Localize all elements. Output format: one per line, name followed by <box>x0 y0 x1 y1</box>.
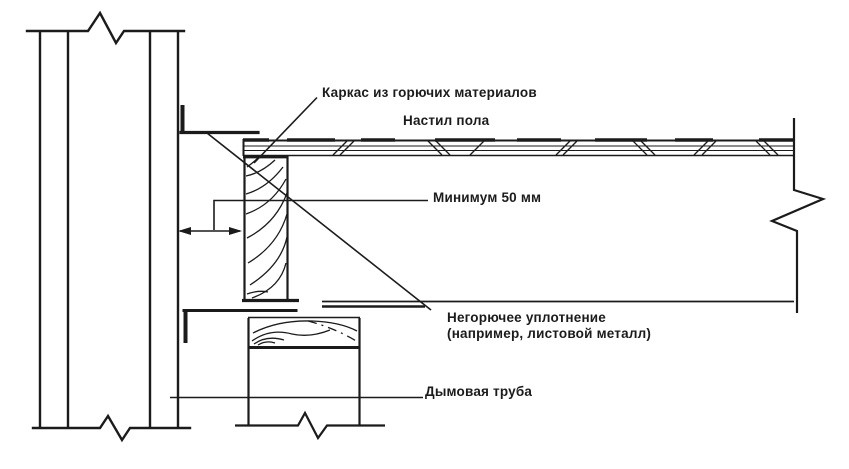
block-wood-grain <box>251 320 359 346</box>
label-combustible-frame: Каркас из горючих материалов <box>322 85 537 100</box>
block-bottom-break-line <box>235 410 385 441</box>
combustible-frame-stud <box>242 155 299 303</box>
leader-frame <box>253 96 318 164</box>
label-floor-decking: Настил пола <box>403 113 490 128</box>
min-gap-dimension <box>178 199 428 235</box>
label-seal-line2: (например, листовой металл) <box>447 326 652 341</box>
min-gap-leader <box>213 199 428 230</box>
leader-seal <box>206 132 432 311</box>
label-chimney-flue: Дымовая труба <box>425 384 533 399</box>
wall-top-break-line <box>25 10 186 46</box>
lower-sheet-metal <box>182 309 298 343</box>
floor-decking <box>242 138 794 157</box>
floor-right-break-edge <box>769 118 827 313</box>
dimension-arrowhead-right <box>229 227 242 235</box>
stud-wood-grain <box>245 156 288 299</box>
lower-frame-block <box>235 316 385 441</box>
dimension-arrowhead-left <box>178 227 191 235</box>
decking-splice-marks <box>332 140 779 156</box>
label-seal-line1: Негорючее уплотнение <box>447 310 607 325</box>
upper-sheet-metal <box>179 105 260 135</box>
chimney-wall <box>25 10 192 443</box>
label-minimum-50mm: Минимум 50 мм <box>433 190 542 205</box>
wall-bottom-break-line <box>31 413 192 443</box>
